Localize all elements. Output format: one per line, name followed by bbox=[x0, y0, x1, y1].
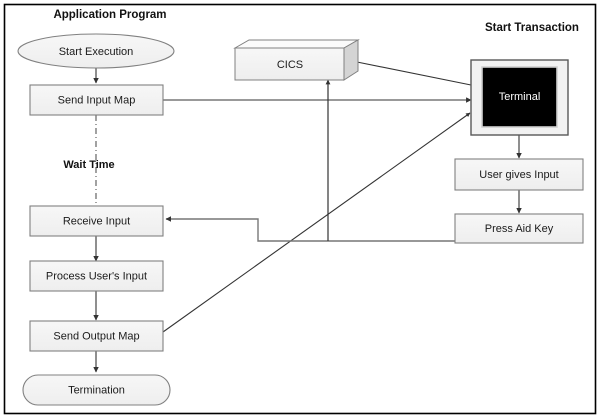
connector-cics-to-terminal bbox=[356, 61, 472, 86]
wait-time-label: Wait Time bbox=[63, 159, 114, 171]
receive-input-label: Receive Input bbox=[63, 215, 130, 227]
node-process-users-input[interactable]: Process User's Input bbox=[29, 260, 164, 292]
send-input-map-shape bbox=[29, 84, 164, 116]
send-input-map-label: Send Input Map bbox=[58, 94, 136, 106]
cics-top-face bbox=[233, 39, 360, 49]
process-users-input-label: Process User's Input bbox=[46, 270, 147, 282]
diagram-border bbox=[3, 3, 597, 415]
terminal-screen bbox=[481, 66, 558, 128]
node-press-aid-key[interactable]: Press Aid Key bbox=[454, 213, 584, 244]
press-aid-key-shape bbox=[454, 213, 584, 244]
node-cics[interactable]: CICS bbox=[233, 39, 360, 81]
node-user-gives-input[interactable]: User gives Input bbox=[454, 158, 584, 191]
start-execution-label: Start Execution bbox=[59, 46, 134, 58]
connector-sendoutput-to-terminal bbox=[162, 112, 471, 333]
user-gives-input-label: User gives Input bbox=[479, 169, 558, 181]
section-title-application-program: Application Program bbox=[53, 9, 166, 21]
process-users-input-shape bbox=[29, 260, 164, 292]
node-start-execution[interactable]: Start Execution bbox=[17, 33, 175, 69]
node-send-output-map[interactable]: Send Output Map bbox=[29, 320, 164, 352]
node-send-input-map[interactable]: Send Input Map bbox=[29, 84, 164, 116]
press-aid-key-label: Press Aid Key bbox=[485, 223, 554, 235]
section-title-start-transaction: Start Transaction bbox=[485, 22, 579, 34]
termination-shape bbox=[22, 374, 171, 406]
node-terminal[interactable]: Terminal bbox=[470, 59, 569, 136]
start-execution-shape bbox=[17, 33, 175, 69]
termination-label: Termination bbox=[68, 384, 125, 396]
send-output-map-shape bbox=[29, 320, 164, 352]
cics-front-face bbox=[234, 47, 345, 81]
node-receive-input[interactable]: Receive Input bbox=[29, 205, 164, 237]
user-gives-input-shape bbox=[454, 158, 584, 191]
send-output-map-label: Send Output Map bbox=[53, 330, 139, 342]
connector-pressaidkey-to-receiveinput bbox=[165, 216, 455, 242]
receive-input-shape bbox=[29, 205, 164, 237]
terminal-label: Terminal bbox=[499, 91, 541, 103]
node-termination[interactable]: Termination bbox=[22, 374, 171, 406]
cics-label: CICS bbox=[277, 59, 303, 71]
